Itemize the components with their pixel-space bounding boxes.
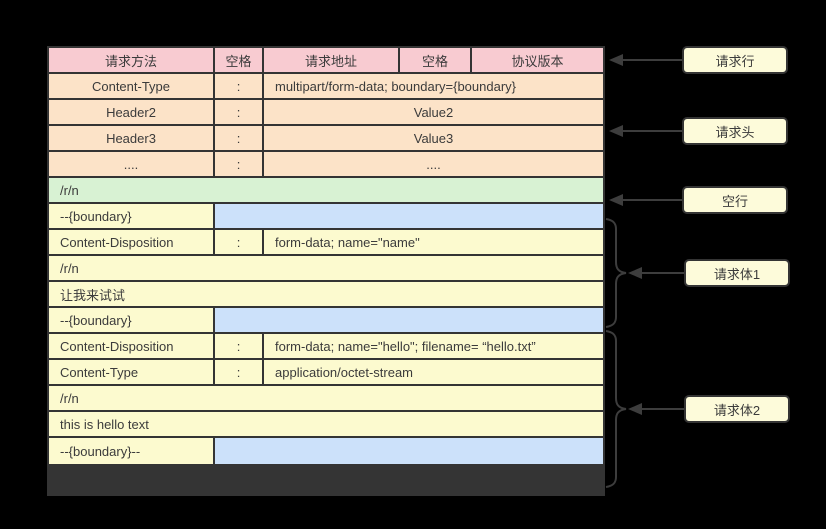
- arrow-left-icon: [628, 403, 642, 415]
- arrow-left-icon: [609, 54, 623, 66]
- annotation-request-line: 请求行: [682, 46, 788, 74]
- boundary-filler-cell: [213, 438, 603, 464]
- request-line-row: 请求方法空格请求地址空格协议版本: [49, 48, 603, 74]
- curly-brace-icon: [605, 218, 627, 328]
- boundary-cell: --{boundary}--: [60, 443, 141, 459]
- body-line-row: /r/n: [49, 256, 603, 282]
- boundary-row: --{boundary}: [49, 204, 603, 230]
- boundary-filler-cell: [213, 308, 603, 332]
- boundary-filler-cell: [213, 204, 603, 228]
- request-headers-arrow: [609, 125, 682, 137]
- body-header-value-cell: form-data; name="name": [262, 230, 603, 254]
- colon-cell: :: [213, 74, 262, 98]
- colon-cell: :: [213, 334, 262, 358]
- request-line-cell: 请求地址: [262, 48, 398, 72]
- header-row: Header3:Value3: [49, 126, 603, 152]
- body-header-row: Content-Type:application/octet-stream: [49, 360, 603, 386]
- colon-cell: :: [213, 360, 262, 384]
- header-value-cell: multipart/form-data; boundary={boundary}: [262, 74, 603, 98]
- request-line-arrow: [609, 54, 682, 66]
- body-header-value-cell: form-data; name="hello"; filename= “hell…: [262, 334, 603, 358]
- colon-cell: :: [213, 100, 262, 124]
- body-header-name-cell: Content-Disposition: [60, 234, 174, 250]
- colon-cell: :: [213, 126, 262, 150]
- header-name-cell: Header3: [106, 130, 156, 146]
- body-line-cell: /r/n: [60, 390, 79, 406]
- body-header-name-cell: Content-Type: [60, 364, 139, 380]
- body1-brace-arrow: [605, 218, 684, 328]
- header-row: Content-Type:multipart/form-data; bounda…: [49, 74, 603, 100]
- body-line-cell: this is hello text: [60, 416, 149, 432]
- blank-line-arrow: [609, 194, 682, 206]
- header-row: Header2:Value2: [49, 100, 603, 126]
- header-row: ....:....: [49, 152, 603, 178]
- blank-line-row: /r/n: [49, 178, 603, 204]
- body-line-cell: 让我来试试: [60, 287, 126, 303]
- annotation-request-headers: 请求头: [682, 117, 788, 145]
- body-header-row: Content-Disposition:form-data; name="nam…: [49, 230, 603, 256]
- arrow-left-icon: [609, 194, 623, 206]
- header-name-cell: ....: [123, 156, 139, 172]
- header-name-cell: Header2: [106, 104, 156, 120]
- boundary-cell: --{boundary}: [60, 312, 132, 328]
- body-line-cell: /r/n: [60, 260, 79, 276]
- request-line-cell: 空格: [213, 48, 262, 72]
- blank-line-cell: /r/n: [60, 182, 79, 198]
- request-line-cell: 空格: [398, 48, 470, 72]
- annotation-request-body2: 请求体2: [684, 395, 790, 423]
- boundary-cell: --{boundary}: [60, 208, 132, 224]
- curly-brace-icon: [605, 330, 627, 488]
- header-name-cell: Content-Type: [91, 78, 171, 94]
- annotation-request-body1: 请求体1: [684, 259, 790, 287]
- request-line-cell: 协议版本: [470, 48, 603, 72]
- body-line-row: 让我来试试: [49, 282, 603, 308]
- annotation-blank-line: 空行: [682, 186, 788, 214]
- header-value-cell: Value3: [262, 126, 603, 150]
- header-value-cell: Value2: [262, 100, 603, 124]
- body-header-row: Content-Disposition:form-data; name="hel…: [49, 334, 603, 360]
- boundary-row: --{boundary}: [49, 308, 603, 334]
- header-value-cell: ....: [262, 152, 603, 176]
- body-header-value-cell: application/octet-stream: [262, 360, 603, 384]
- arrow-left-icon: [628, 267, 642, 279]
- request-line-cell: 请求方法: [104, 53, 157, 69]
- colon-cell: :: [213, 230, 262, 254]
- arrow-left-icon: [609, 125, 623, 137]
- body-line-row: /r/n: [49, 386, 603, 412]
- body-header-name-cell: Content-Disposition: [60, 338, 174, 354]
- body2-brace-arrow: [605, 330, 684, 488]
- boundary-row: --{boundary}--: [49, 438, 603, 464]
- colon-cell: :: [213, 152, 262, 176]
- body-line-row: this is hello text: [49, 412, 603, 438]
